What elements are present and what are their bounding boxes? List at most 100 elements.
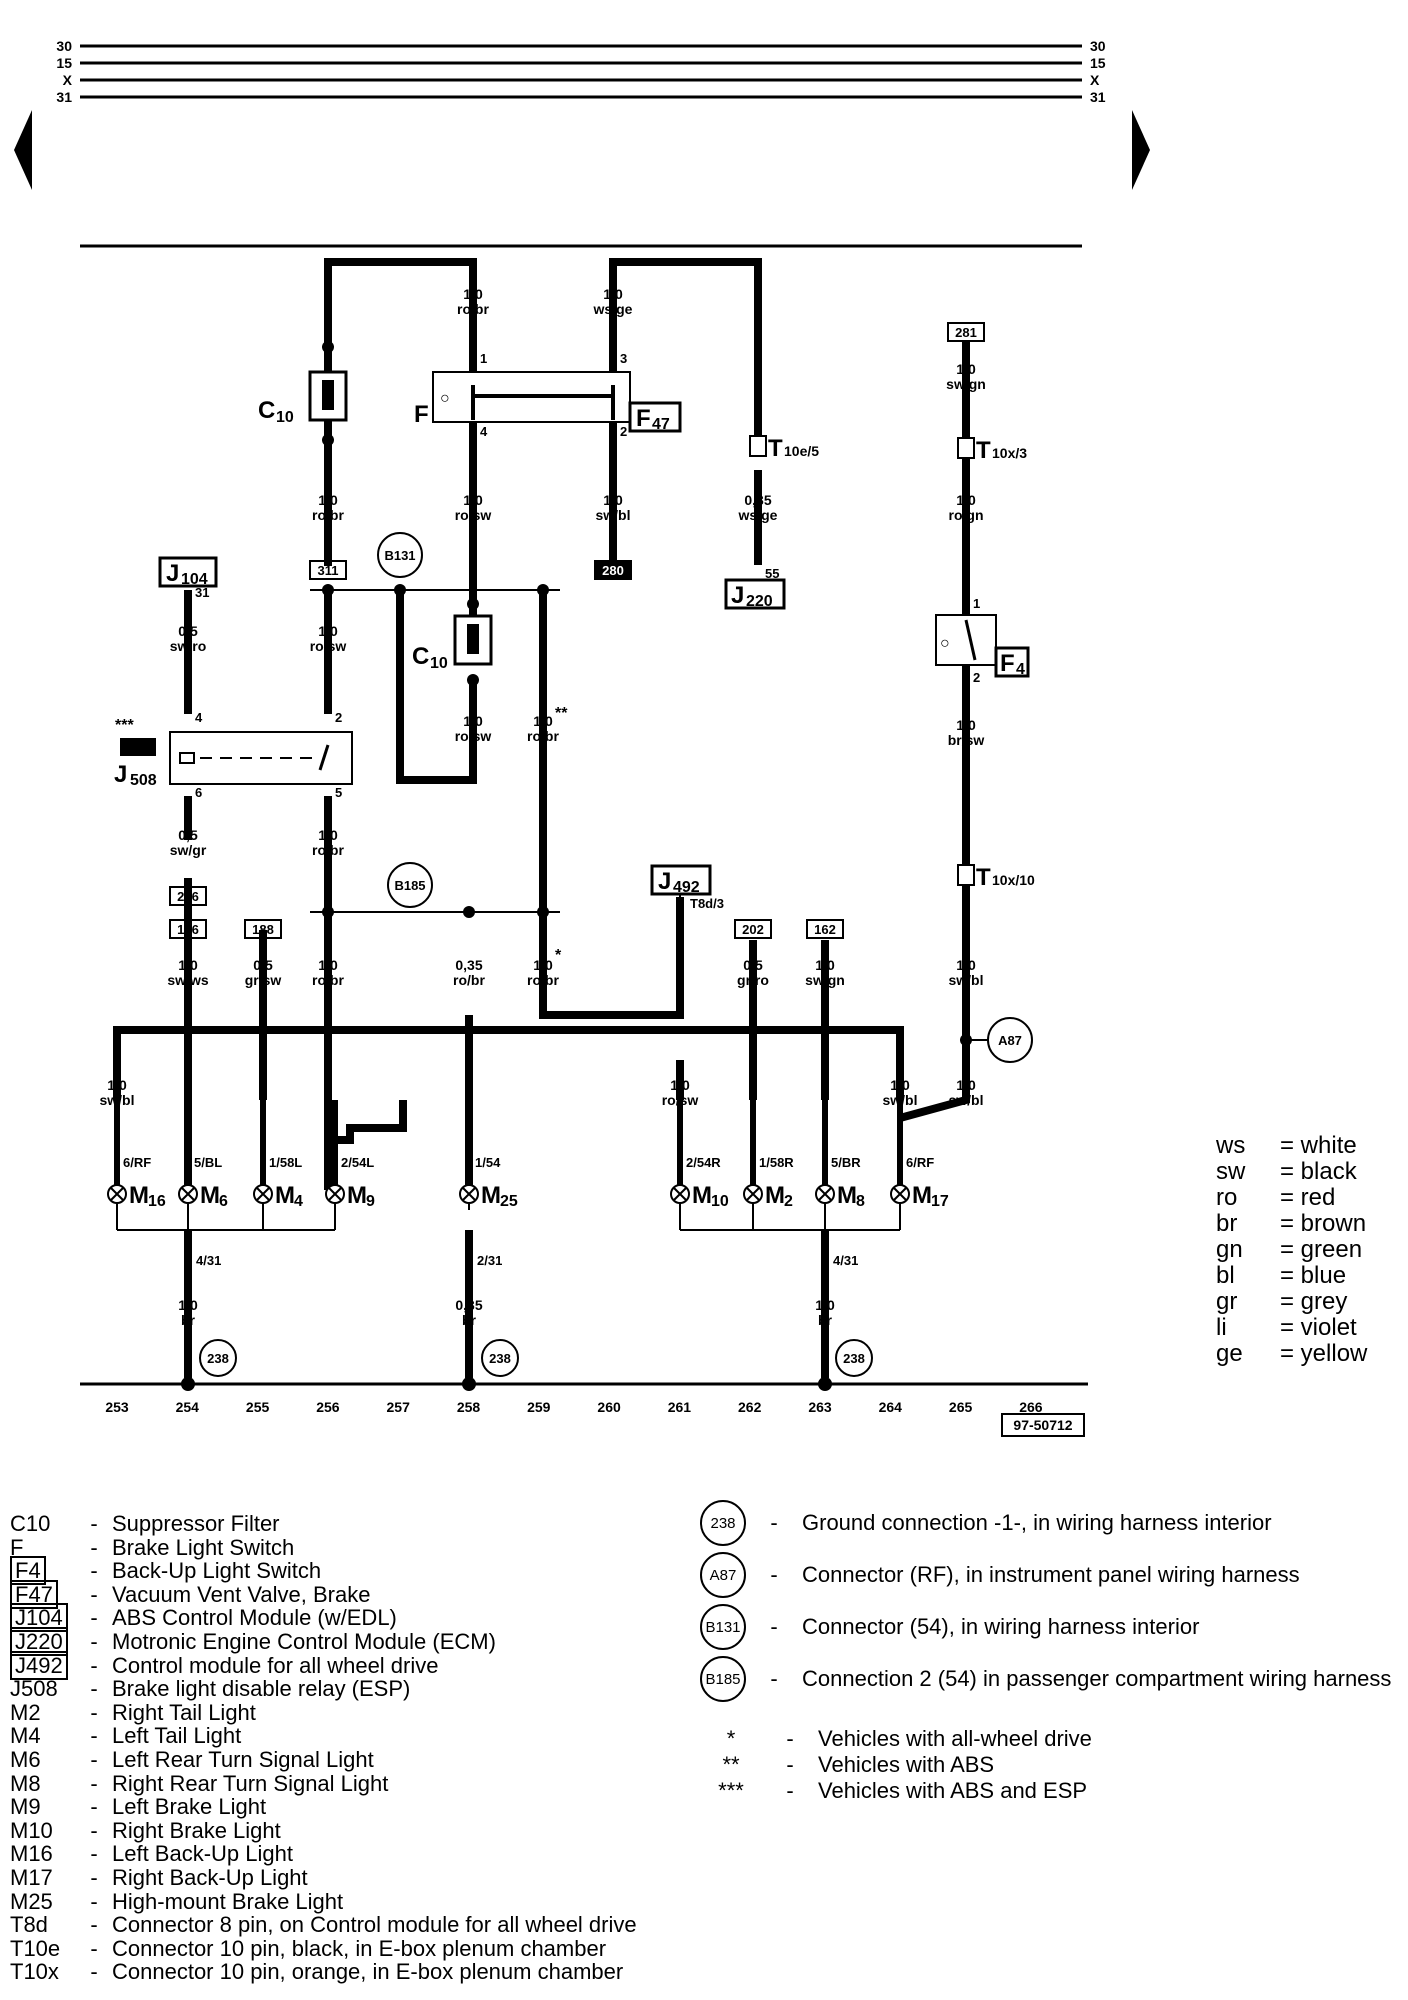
connector-t10e5[interactable]: T 10e/5 [749, 435, 819, 462]
svg-text:B131: B131 [384, 548, 415, 563]
svg-text:4: 4 [1016, 661, 1025, 678]
svg-text:4: 4 [195, 710, 203, 725]
legend-description: Control module for all wheel drive [112, 1652, 439, 1678]
connector-a87[interactable]: A87 [966, 1017, 1033, 1063]
legend-dash: - [770, 1510, 778, 1535]
ground-238-c[interactable]: 238 [835, 1339, 873, 1377]
legend-description: Back-Up Light Switch [112, 1558, 322, 1584]
note-mark: ** [722, 1752, 740, 1777]
prev-page-arrow-icon[interactable] [14, 110, 32, 190]
connector-b185[interactable]: B185 [387, 862, 433, 908]
note-description: Vehicles with all-wheel drive [818, 1726, 1092, 1751]
lamp-label-sub: 9 [366, 1193, 375, 1210]
legend-dash: - [90, 1652, 98, 1678]
suppressor-filter-c10-a[interactable]: C 10 [258, 370, 348, 426]
legend-code: M9 [10, 1794, 41, 1820]
lamp-pin-label: 1/58L [269, 1155, 302, 1170]
legend-description: Connection 2 (54) in passenger compartme… [802, 1666, 1392, 1691]
legend-row: M16-Left Back-Up Light [10, 1842, 637, 1866]
legend-dash: - [90, 1888, 98, 1914]
track-number: 266 [1019, 1399, 1043, 1415]
svg-text:T: T [976, 864, 991, 891]
legend-row: T8d-Connector 8 pin, on Control module f… [10, 1913, 637, 1937]
lamp-label: M [200, 1182, 220, 1209]
track-number: 262 [738, 1399, 762, 1415]
ecm-j220[interactable]: J 220 [724, 578, 786, 610]
svg-text:○: ○ [440, 390, 450, 407]
ground-legend-row: B185-Connection 2 (54) in passenger comp… [700, 1656, 1391, 1702]
legend-description: Left Back-Up Light [112, 1841, 293, 1867]
legend-dash: - [770, 1562, 778, 1587]
legend-code: M25 [10, 1888, 53, 1914]
legend-row: M9-Left Brake Light [10, 1795, 637, 1819]
legend-dash: - [770, 1614, 778, 1639]
svg-text:4/31: 4/31 [196, 1253, 221, 1268]
next-page-arrow-icon[interactable] [1132, 110, 1150, 190]
svg-text:○: ○ [940, 635, 950, 652]
color-code: gn [1216, 1236, 1243, 1263]
legend-dash: - [90, 1723, 98, 1749]
svg-text:97-50712: 97-50712 [1013, 1417, 1072, 1433]
rail-label-x-right: X [1090, 72, 1100, 88]
connector-b131[interactable]: B131 [377, 532, 423, 578]
vacuum-vent-valve-f47[interactable]: F 47 [628, 401, 682, 433]
svg-text:10x/3: 10x/3 [992, 445, 1027, 461]
color-code: ge [1216, 1340, 1243, 1367]
legend-row: M4-Left Tail Light [10, 1724, 637, 1748]
ground-238-a[interactable]: 238 [199, 1339, 237, 1377]
legend-row: M6-Left Rear Turn Signal Light [10, 1748, 637, 1772]
track-number: 257 [387, 1399, 411, 1415]
legend-row: F-Brake Light Switch [10, 1535, 637, 1560]
svg-text:508: 508 [130, 772, 157, 789]
ground-238-b[interactable]: 238 [481, 1339, 519, 1377]
connector-symbol-icon: B131 [700, 1604, 746, 1650]
abs-module-j104[interactable]: J 104 [158, 556, 218, 588]
svg-text:238: 238 [207, 1351, 229, 1366]
backup-light-switch-f4[interactable]: ○ F 4 [935, 614, 1030, 678]
legend-description: Suppressor Filter [112, 1511, 280, 1536]
brake-relay-j508[interactable]: J 508 [114, 731, 353, 789]
awd-module-j492[interactable]: J 492 [650, 864, 712, 896]
legend-dash: - [90, 1628, 98, 1654]
color-code-row: br= brown [1216, 1211, 1367, 1237]
note-row: ***-Vehicles with ABS and ESP [700, 1778, 1087, 1804]
connector-t10x3[interactable]: T 10x/3 [957, 437, 1027, 464]
suppressor-filter-c10-b[interactable]: C 10 [412, 614, 493, 672]
legend-row: T10e-Connector 10 pin, black, in E-box p… [10, 1936, 637, 1961]
svg-text:F: F [636, 405, 651, 432]
legend-code: C10 [10, 1511, 51, 1536]
note-description: Vehicles with ABS and ESP [818, 1778, 1088, 1803]
legend-dash: - [90, 1864, 98, 1890]
lamp-pin-label: 1/54 [475, 1155, 501, 1170]
legend-code: J508 [10, 1676, 58, 1702]
track-number: 256 [316, 1399, 340, 1415]
lamp-label-sub: 6 [219, 1193, 228, 1210]
color-code: li [1216, 1314, 1227, 1341]
brake-light-switch-f[interactable]: ○ F [414, 371, 631, 428]
legend-code: J492 [10, 1650, 76, 1680]
legend-code: M2 [10, 1699, 41, 1725]
number-box-188: 188 [252, 922, 274, 937]
svg-text:47: 47 [652, 416, 670, 433]
connector-t10x10[interactable]: T 10x/10 [957, 864, 1035, 891]
legend-description: Connector (54), in wiring harness interi… [802, 1614, 1200, 1639]
number-box-296: 296 [177, 889, 199, 904]
legend-description: ABS Control Module (w/EDL) [112, 1605, 397, 1631]
svg-text:J: J [166, 560, 179, 587]
legend-description: Right Brake Light [112, 1817, 281, 1843]
thin-wires [80, 589, 1088, 1386]
track-number: 253 [105, 1399, 129, 1415]
track-number: 254 [176, 1399, 200, 1415]
svg-text:F: F [414, 401, 429, 428]
